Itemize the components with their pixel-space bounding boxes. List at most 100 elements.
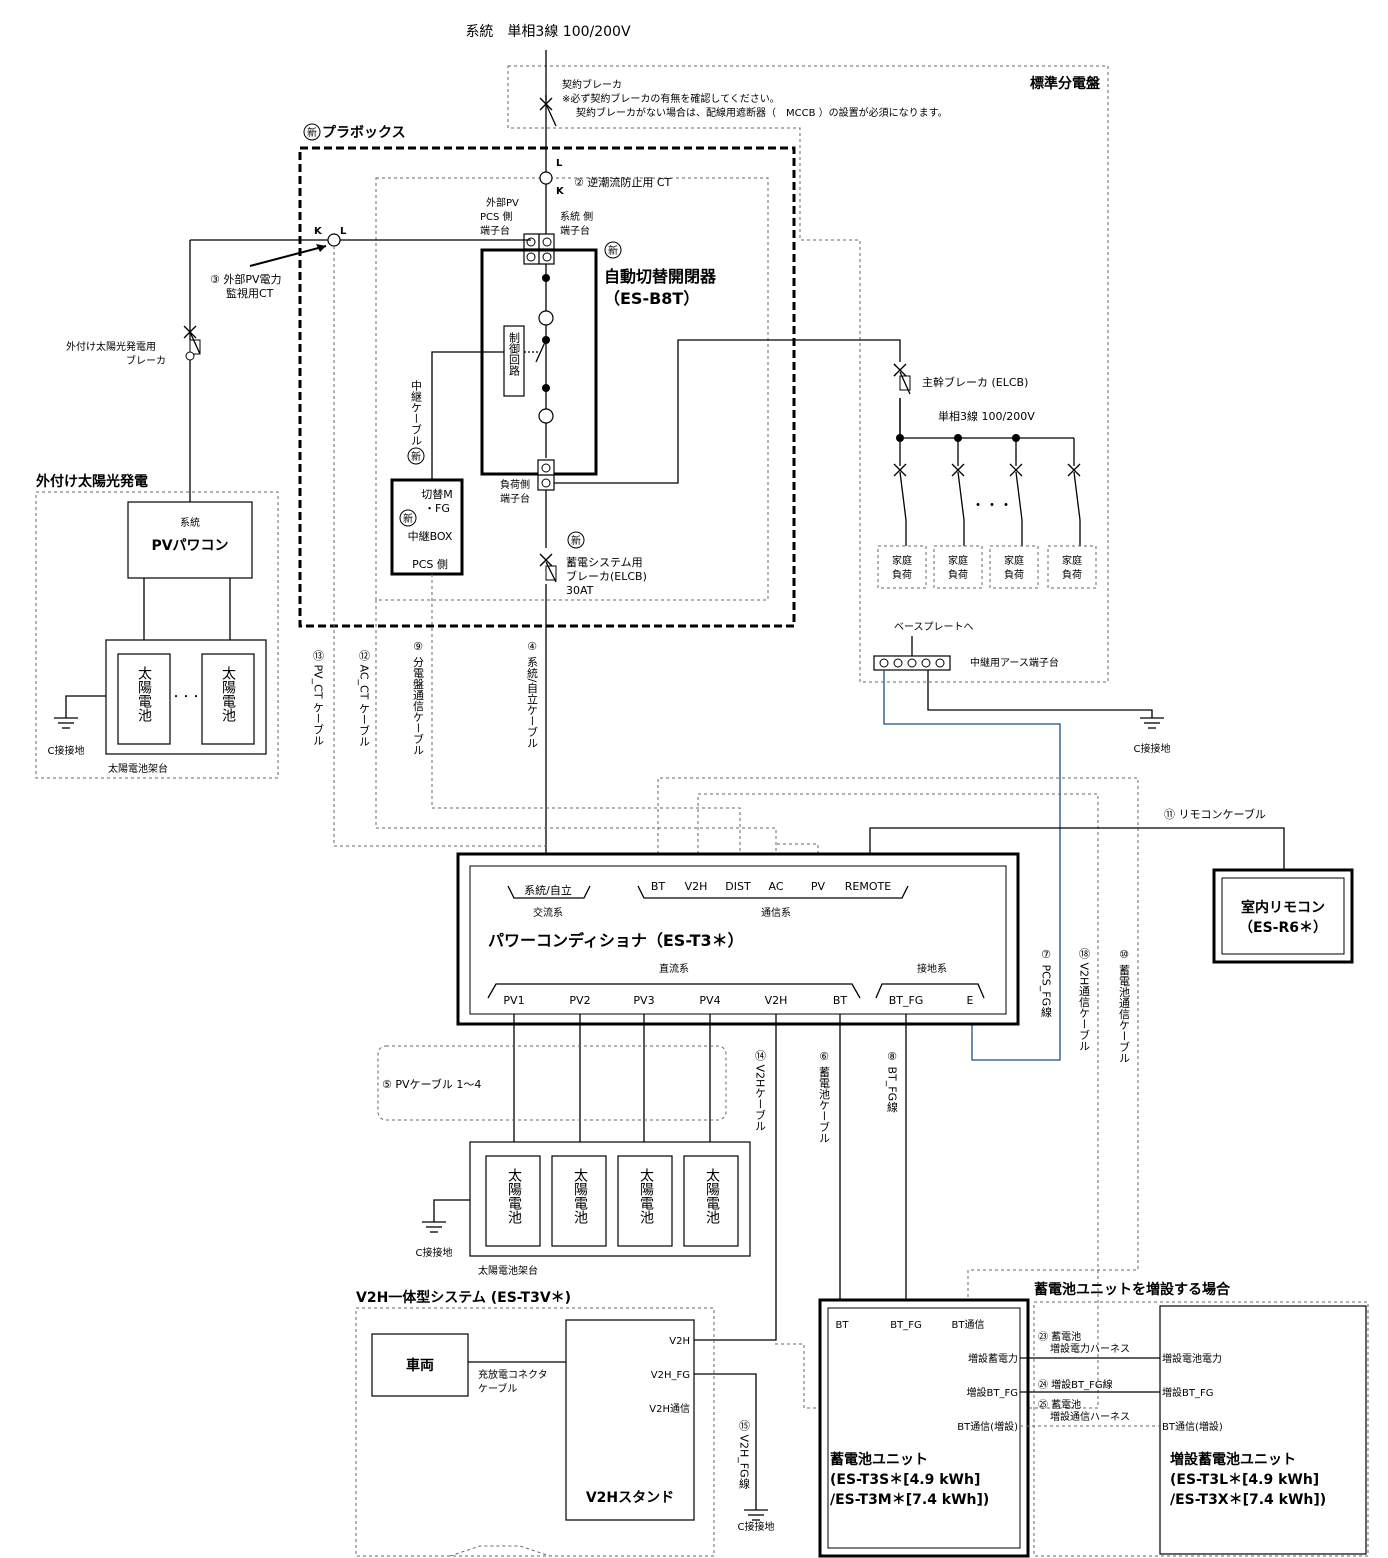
pcs-port-bt-dc: BT: [833, 994, 848, 1007]
load-label: 家庭: [1004, 554, 1024, 567]
ext-pcs-small: 系統: [180, 516, 200, 529]
v2h-ground-label: C接接地: [738, 1520, 775, 1533]
stand-port-v2hfg: V2H_FG: [651, 1370, 690, 1381]
vehicle-label: 車両: [406, 1357, 434, 1374]
earth-terminal-block: 中継用アース端子台: [873, 655, 1059, 671]
solar-rack-label: 太陽電池架台: [478, 1264, 538, 1277]
pcs-port-v2h: V2H: [685, 880, 708, 893]
v2h-stand-label: V2Hスタンド: [586, 1490, 674, 1506]
cable-11-label: ⑪ リモコンケーブル: [1164, 807, 1266, 821]
cable-8-label: ⑧ BT_FG線: [886, 1050, 899, 1112]
auto-switch-title: 自動切替開閉器: [604, 267, 717, 286]
battery-port-btcomm: BT通信: [952, 1319, 985, 1331]
ext-pv-terminal-label-3: 端子台: [480, 224, 510, 237]
harness-23-line2: 増設電力ハーネス: [1050, 1342, 1130, 1355]
pcs-comm-group: 通信系: [761, 907, 791, 919]
cable-5-label: ⑤ PVケーブル 1～4: [382, 1077, 481, 1091]
household-load-4: 家庭 負荷: [1047, 545, 1097, 589]
main-breaker-label: 主幹ブレーカ (ELCB): [922, 375, 1028, 389]
exp-model-1: (ES-T3L＊[4.9 kWh]: [1170, 1472, 1319, 1488]
auto-switch-new-mark: 新: [608, 244, 618, 257]
panel-title: 標準分電盤: [1030, 75, 1101, 92]
household-load-3: 家庭 負荷: [989, 545, 1039, 589]
control-circuit: 制御回路: [508, 332, 521, 377]
battery-breaker-label-3: 30AT: [566, 584, 594, 597]
feeder-label: 単相3線 100/200V: [938, 409, 1035, 423]
pcs-dc-group: 直流系: [659, 962, 689, 975]
panel-note-1: ※必ず契約ブレーカの有無を確認してください。: [562, 92, 780, 105]
battery-system-breaker: 新 蓄電システム用 ブレーカ(ELCB) 30AT: [538, 531, 647, 597]
cable-6-label: ⑥ 蓄電池ケーブル: [818, 1050, 831, 1144]
earth-terminal-label: 中継用アース端子台: [970, 656, 1059, 669]
pcs-port-bt: BT: [651, 880, 666, 893]
main-breaker: 主幹ブレーカ (ELCB): [893, 363, 1028, 395]
harness-23-line1: ㉓ 蓄電池: [1038, 1330, 1081, 1343]
expansion-title: 蓄電池ユニットを増設する場合: [1034, 1281, 1231, 1298]
cable-4-label: ④ 系統/自立ケーブル: [526, 640, 539, 748]
stand-port-v2hcomm: V2H通信: [649, 1403, 690, 1415]
battery-breaker-label-1: 蓄電システム用: [566, 556, 643, 569]
load-label: 負荷: [948, 569, 968, 581]
cable-15-label: ⑮ V2H_FG線: [738, 1420, 751, 1489]
external-pv-section: 外付け太陽光発電 系統 PVパワコン 太陽電池 ・・・ 太陽電池 C接接地 太陽…: [35, 473, 279, 779]
harness-25-line1: ㉕ 蓄電池: [1038, 1398, 1081, 1411]
v2h-title: V2H一体型システム (ES-T3V＊): [356, 1289, 571, 1306]
pcs-title: パワーコンディショナ（ES-T3＊）: [488, 931, 744, 950]
auto-switch-model: （ES-B8T）: [604, 289, 699, 308]
ext-pv-terminal-label-1: 外部PV: [486, 196, 519, 209]
relay-box-line3: 中継BOX: [408, 529, 453, 543]
exp-model-2: /ES-T3X＊[7.4 kWh]): [1170, 1492, 1326, 1508]
pcs-ac-group: 交流系: [533, 906, 563, 919]
load-label: 家庭: [892, 554, 912, 567]
ct3-label-2: 監視用CT: [226, 286, 274, 300]
relay-box-new-mark: 新: [403, 512, 413, 525]
ct3-label-1: ③ 外部PV電力: [210, 272, 282, 286]
household-load-2: 家庭 負荷: [933, 545, 983, 589]
connector-label-1: 充放電コネクタ: [478, 1368, 548, 1381]
ext-breaker-label-1: 外付け太陽光発電用: [66, 340, 156, 353]
battery-port-fg: 増設BT_FG: [967, 1386, 1018, 1399]
load-label: 負荷: [1004, 569, 1024, 581]
pcs-port-pv2: PV2: [569, 994, 590, 1007]
contract-breaker-label: 契約ブレーカ: [562, 78, 622, 91]
load-label: 家庭: [948, 554, 968, 567]
load-label: 家庭: [1062, 554, 1082, 567]
ct2-K: K: [556, 186, 565, 197]
ext-pcs-label: PVパワコン: [151, 538, 228, 554]
cable-9-label: ⑨ 分電盤通信ケーブル: [412, 640, 425, 756]
grid-title: 系統 単相3線 100/200V: [465, 24, 631, 40]
pcs-port-v2h-dc: V2H: [765, 994, 788, 1007]
anti-backflow-ct: L K ② 逆潮流防止用 CT: [539, 158, 672, 197]
pcs-port-btfg: BT_FG: [889, 994, 924, 1007]
ext-breaker-label-2: ブレーカ: [126, 354, 166, 367]
relay-cable-new-mark: 新: [411, 450, 421, 463]
relay-box-line4: PCS 側: [412, 558, 448, 571]
ext-solar-panel-2: 太陽電池: [220, 666, 236, 722]
battery-title: 蓄電池ユニット: [830, 1451, 928, 1468]
pcs-port-ac: AC: [768, 880, 783, 893]
expansion-section: 蓄電池ユニットを増設する場合 ㉓ 蓄電池 増設電力ハーネス ㉔ 増設BT_FG線…: [1020, 1281, 1369, 1557]
panel-note-2: 契約ブレーカがない場合は、配線用遮断器（ MCCB ）の設置が必須になります。: [576, 106, 948, 119]
external-pv-breaker: 外付け太陽光発電用 ブレーカ: [66, 325, 201, 367]
stand-port-v2h: V2H: [669, 1336, 690, 1347]
battery-port-comm: BT通信(増設): [957, 1420, 1018, 1433]
exp-port-comm: BT通信(増設): [1162, 1420, 1223, 1433]
cable-13-label: ⑬ PV_CT ケーブル: [312, 650, 325, 746]
ext-solar-dots: ・・・: [171, 692, 201, 703]
harness-25-line2: 増設通信ハーネス: [1050, 1410, 1130, 1423]
pcs-port-pv: PV: [811, 880, 826, 893]
cable-10-label: ⑩ 蓄電池通信ケーブル: [1118, 948, 1131, 1064]
battery-model-2: /ES-T3M＊[7.4 kWh]): [830, 1492, 989, 1508]
solar-panel-2: 太陽電池: [572, 1168, 588, 1224]
exp-port-fg: 増設BT_FG: [1162, 1386, 1213, 1399]
indoor-remote: 室内リモコン （ES-R6＊）: [1212, 868, 1354, 964]
relay-cable-label: 中継ケーブル: [410, 380, 423, 446]
household-load-1: 家庭 負荷: [877, 545, 927, 589]
solar-array: 太陽電池 太陽電池 太陽電池 太陽電池 太陽電池架台 C接接地: [416, 1141, 751, 1277]
load-terminal-label-2: 端子台: [500, 492, 530, 505]
battery-unit: BT BT_FG BT通信 増設蓄電力 増設BT_FG BT通信(増設) 蓄電池…: [818, 1298, 1030, 1558]
harness-24: ㉔ 増設BT_FG線: [1038, 1378, 1113, 1391]
pcs-ac-port: 系統/自立: [524, 883, 572, 897]
solar-panel-4: 太陽電池: [704, 1168, 720, 1224]
solar-panel-3: 太陽電池: [638, 1168, 654, 1224]
